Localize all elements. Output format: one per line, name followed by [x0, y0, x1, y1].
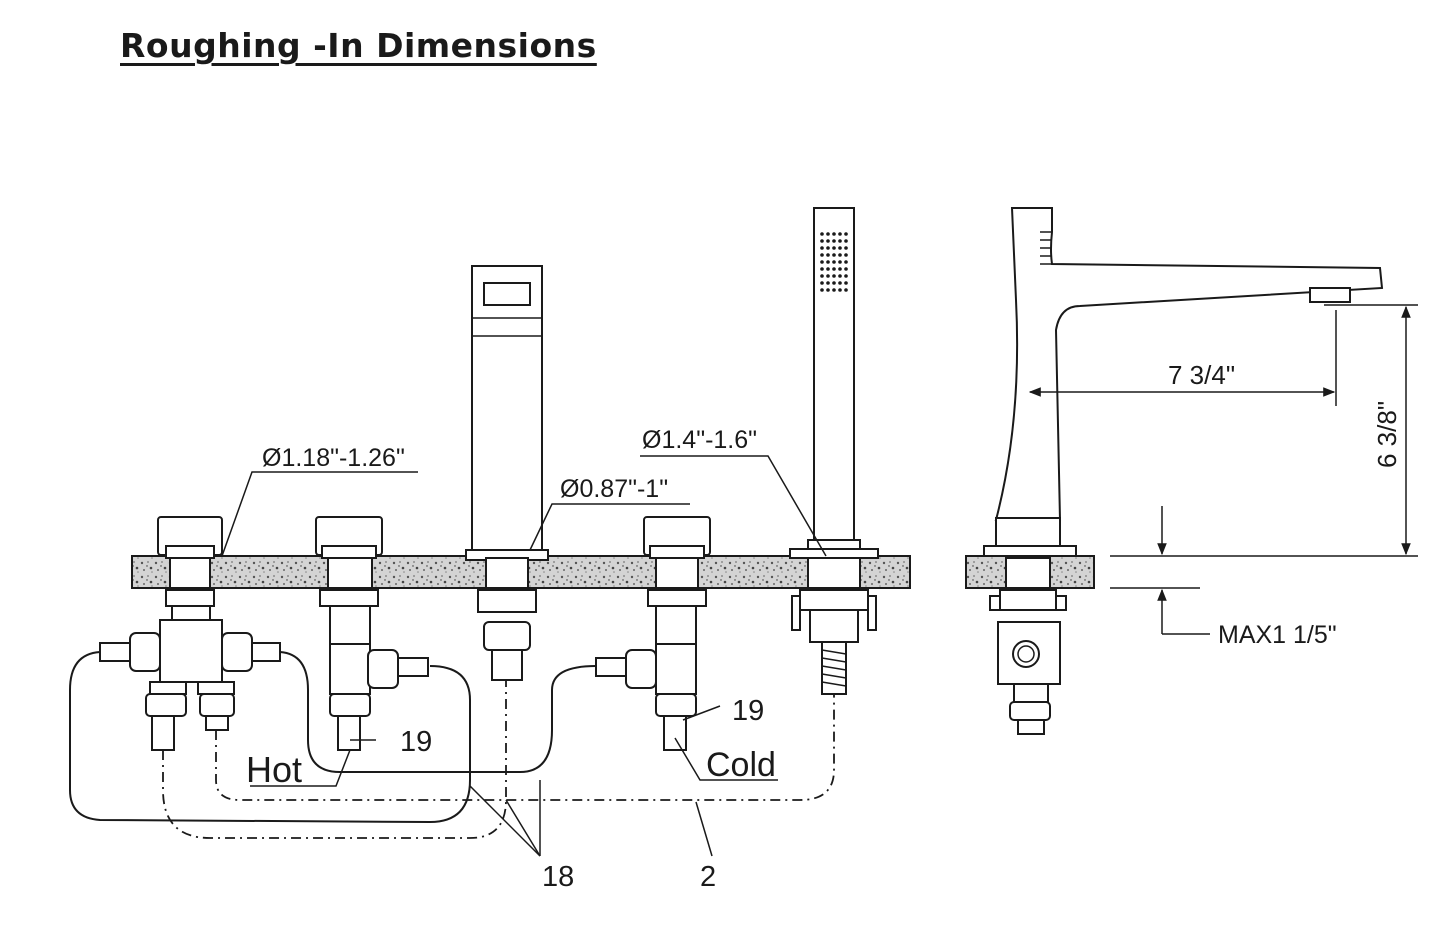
hand-shower: [789, 207, 879, 695]
part-2-label: 2: [700, 861, 716, 893]
side-dimensions: 7 3/4" 6 3/8" MAX1 1/5": [1028, 304, 1418, 649]
side-view: [965, 207, 1384, 735]
front-annotations: Ø1.18"-1.26" Ø0.87"-1" Ø1.4"-1.6" 19 19 …: [221, 426, 827, 893]
reach-label: 7 3/4": [1168, 360, 1235, 390]
part-19-right-label: 19: [732, 695, 764, 727]
hoses: [69, 651, 597, 824]
part-19-left-label: 19: [400, 726, 432, 758]
part-18-label: 18: [542, 861, 574, 893]
dia-spout-label: Ø0.87"-1": [560, 475, 668, 503]
cold-label: Cold: [706, 746, 776, 784]
height-label: 6 3/8": [1372, 401, 1402, 468]
cold-valve: [595, 516, 711, 751]
max-thickness-label: MAX1 1/5": [1218, 621, 1337, 649]
dashed-connections: [162, 680, 835, 839]
dia-valve-label: Ø1.18"-1.26": [262, 444, 405, 472]
tub-spout: [465, 265, 549, 681]
left-valve: [99, 516, 281, 751]
page-title: Roughing -In Dimensions: [120, 26, 597, 65]
hot-valve: [315, 516, 429, 751]
hot-label: Hot: [246, 749, 302, 790]
dia-shower-label: Ø1.4"-1.6": [642, 426, 757, 454]
